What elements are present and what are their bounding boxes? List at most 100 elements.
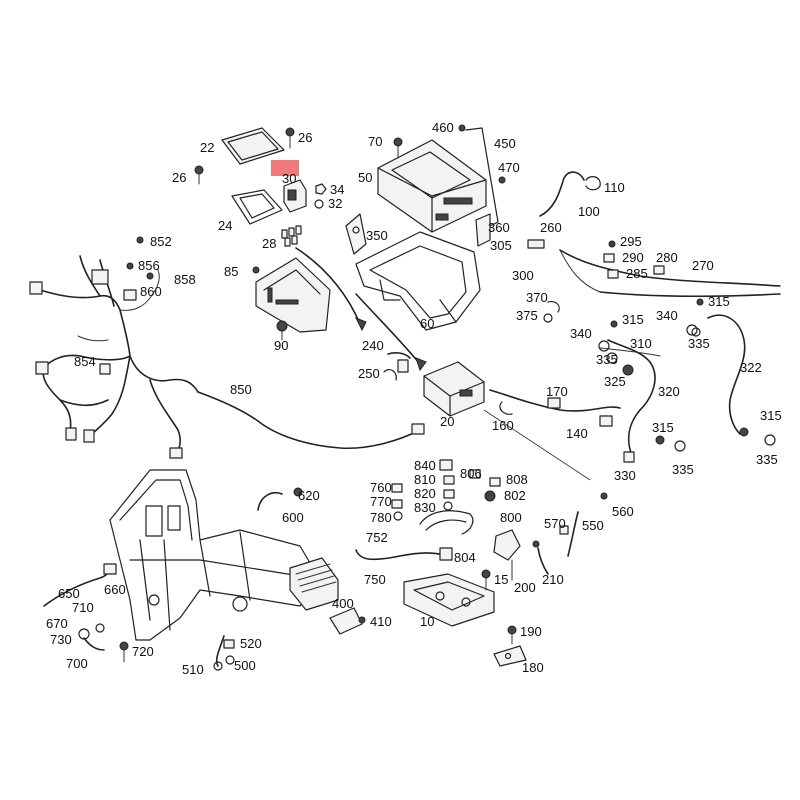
module-20 — [423, 361, 485, 417]
cable-100 — [539, 171, 585, 217]
callout-10: 10 — [420, 614, 434, 629]
callout-600: 600 — [282, 510, 304, 525]
cable-310 — [599, 347, 661, 357]
callout-400: 400 — [332, 596, 354, 611]
clip-806 — [469, 469, 481, 479]
bracket-400 — [329, 607, 363, 635]
callout-806: 806 — [460, 466, 482, 481]
callout-180: 180 — [522, 660, 544, 675]
callout-350: 350 — [366, 228, 388, 243]
carrier-frame-60 — [355, 231, 481, 331]
callout-335-a: 335 — [596, 352, 618, 367]
callout-110: 110 — [604, 180, 625, 195]
callout-750: 750 — [364, 572, 386, 587]
clip-250 — [383, 368, 397, 381]
callout-210: 210 — [542, 572, 564, 587]
chassis-frame — [109, 469, 321, 641]
sensor-315a — [655, 435, 665, 445]
callout-24: 24 — [218, 218, 232, 233]
parts-810-840 — [439, 459, 455, 511]
bolt-15 — [481, 569, 491, 591]
cable-140 — [489, 389, 621, 412]
bracket-360 — [475, 213, 491, 247]
callout-856: 856 — [138, 258, 160, 273]
callout-570: 570 — [544, 516, 566, 531]
callout-410: 410 — [370, 614, 392, 629]
callout-808: 808 — [506, 472, 528, 487]
control-unit-50 — [377, 139, 487, 233]
callout-840: 840 — [414, 458, 436, 473]
bracket-800 — [419, 510, 474, 535]
tray-10 — [403, 573, 495, 627]
cable-270 — [559, 249, 781, 287]
callout-22: 22 — [200, 140, 214, 155]
clip-375 — [543, 313, 553, 323]
callout-290: 290 — [622, 250, 644, 265]
callout-720: 720 — [132, 644, 154, 659]
callout-30: 30 — [282, 171, 296, 186]
callout-560: 560 — [612, 504, 634, 519]
sensor-260 — [527, 239, 545, 249]
parts-806-808 — [484, 477, 501, 502]
clip-280 — [653, 265, 665, 275]
clip-470 — [498, 176, 506, 184]
bolt-90 — [276, 320, 288, 341]
callout-240: 240 — [362, 338, 384, 353]
callout-315-b: 315 — [708, 294, 730, 309]
callout-710: 710 — [72, 600, 94, 615]
callout-650: 650 — [58, 586, 80, 601]
sensor-700 — [78, 623, 105, 651]
callout-labels: 22 26 26 30 34 32 24 28 70 460 450 470 5… — [46, 120, 782, 677]
callout-860: 860 — [140, 284, 162, 299]
washer-32 — [314, 199, 324, 209]
callout-295: 295 — [620, 234, 642, 249]
nut-34 — [315, 183, 327, 195]
callout-450: 450 — [494, 136, 516, 151]
clip-170 — [547, 397, 561, 409]
callout-660: 660 — [104, 582, 126, 597]
bolt-720 — [119, 641, 129, 663]
callout-460: 460 — [432, 120, 454, 135]
callout-340-right: 340 — [656, 308, 678, 323]
sensor-200 — [493, 529, 521, 581]
callout-160: 160 — [492, 418, 514, 433]
callout-330: 330 — [614, 468, 636, 483]
callout-315-c: 315 — [652, 420, 674, 435]
clip-330 — [623, 451, 635, 463]
callout-26-top: 26 — [298, 130, 312, 145]
callout-830: 830 — [414, 500, 436, 515]
washer-335b — [674, 440, 686, 452]
callout-850: 850 — [230, 382, 252, 397]
screw-26-left — [194, 165, 204, 185]
callout-305: 305 — [490, 238, 512, 253]
callout-858: 858 — [174, 272, 196, 287]
callout-85: 85 — [224, 264, 238, 279]
sensor-325 — [622, 364, 634, 376]
screw-70 — [393, 137, 403, 159]
callout-200: 200 — [514, 580, 536, 595]
clip-560 — [600, 492, 608, 500]
cable-322 — [686, 314, 746, 435]
parts-760-780 — [391, 483, 403, 521]
callout-752: 752 — [366, 530, 388, 545]
callout-260: 260 — [540, 220, 562, 235]
callout-32: 32 — [328, 196, 342, 211]
callout-250: 250 — [358, 366, 380, 381]
connector-240 — [387, 352, 411, 373]
callout-315-d: 315 — [760, 408, 782, 423]
callout-60: 60 — [420, 316, 434, 331]
line-600 — [257, 487, 303, 511]
clip-290 — [603, 253, 615, 263]
washer-335a — [606, 352, 618, 364]
callout-620: 620 — [298, 488, 320, 503]
callout-300: 300 — [512, 268, 534, 283]
callout-500: 500 — [234, 658, 256, 673]
cable-320 — [598, 320, 656, 457]
highlight-marker — [271, 160, 299, 176]
callout-340-left: 340 — [570, 326, 592, 341]
module-30 — [283, 179, 307, 213]
callout-780: 780 — [370, 510, 392, 525]
cable-750 — [355, 547, 453, 561]
clip-295 — [608, 240, 616, 248]
screw-26-top — [285, 127, 295, 149]
